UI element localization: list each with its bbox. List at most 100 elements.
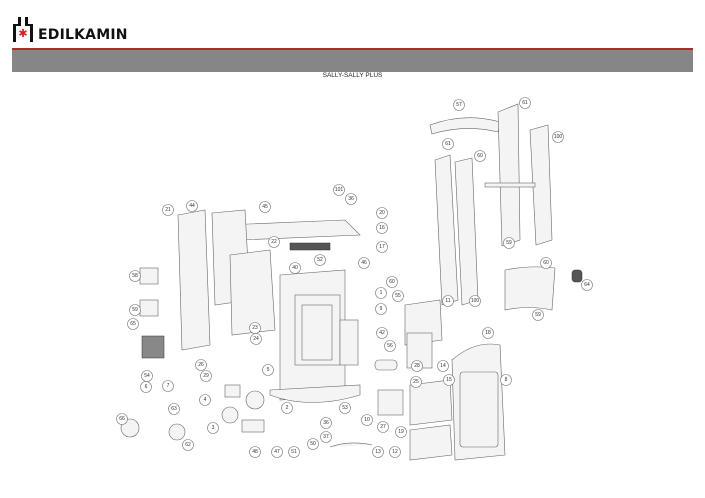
callout-circle bbox=[375, 287, 387, 299]
part-callout-24: 24 bbox=[250, 333, 262, 345]
part-callout-15: 15 bbox=[443, 374, 455, 386]
part-callout-29: 29 bbox=[200, 370, 212, 382]
part-callout-60: 60 bbox=[540, 257, 552, 269]
part-callout-23: 23 bbox=[249, 322, 261, 334]
part-callout-25: 25 bbox=[410, 376, 422, 388]
part-callout-60: 60 bbox=[386, 276, 398, 288]
callout-label: 15 bbox=[446, 377, 452, 383]
callout-label: 63 bbox=[171, 406, 177, 412]
callout-label: 44 bbox=[189, 203, 195, 209]
callout-label: 61 bbox=[522, 100, 528, 106]
callout-label: 4 bbox=[204, 397, 207, 403]
callout-circle bbox=[281, 402, 293, 414]
callout-circle bbox=[358, 257, 370, 269]
callout-label: 27 bbox=[380, 424, 386, 430]
part-callout-55: 55 bbox=[392, 290, 404, 302]
part-callout-42: 42 bbox=[376, 327, 388, 339]
callout-label: 42 bbox=[379, 330, 385, 336]
callout-circle bbox=[250, 333, 262, 345]
callout-label: 54 bbox=[144, 373, 150, 379]
callout-label: 19 bbox=[398, 429, 404, 435]
part-callout-6: 6 bbox=[140, 381, 152, 393]
callout-label: 21 bbox=[165, 207, 171, 213]
svg-text:✱: ✱ bbox=[18, 27, 27, 40]
callout-circle bbox=[314, 254, 326, 266]
callout-label: 13 bbox=[375, 449, 381, 455]
part-callout-57: 57 bbox=[453, 99, 465, 111]
callout-circle bbox=[395, 426, 407, 438]
part-callout-100: 100 bbox=[552, 131, 564, 143]
callout-circle bbox=[127, 318, 139, 330]
callout-label: 59 bbox=[535, 312, 541, 318]
callout-circle bbox=[532, 309, 544, 321]
part-callout-36: 36 bbox=[345, 193, 357, 205]
callout-label: 56 bbox=[387, 343, 393, 349]
part-callout-10: 10 bbox=[361, 414, 373, 426]
callout-label: 59 bbox=[506, 240, 512, 246]
part-callout-1: 1 bbox=[375, 287, 387, 299]
callout-circle bbox=[345, 193, 357, 205]
part-callout-45: 45 bbox=[259, 201, 271, 213]
callout-label: 11 bbox=[445, 298, 450, 304]
callout-circle bbox=[129, 270, 141, 282]
callout-label: 61 bbox=[445, 141, 451, 147]
callout-label: 26 bbox=[198, 362, 204, 368]
callout-label: 20 bbox=[379, 210, 385, 216]
callout-label: 25 bbox=[413, 379, 419, 385]
callout-label: 6 bbox=[145, 384, 148, 390]
part-callout-3: 3 bbox=[207, 422, 219, 434]
callout-circle bbox=[249, 446, 261, 458]
callout-circle bbox=[200, 370, 212, 382]
part-callout-46: 46 bbox=[358, 257, 370, 269]
callout-label: 100 bbox=[554, 134, 563, 140]
callout-label: 47 bbox=[274, 449, 280, 455]
part-callout-13: 13 bbox=[372, 446, 384, 458]
callout-circle bbox=[182, 439, 194, 451]
part-callout-37: 37 bbox=[320, 431, 332, 443]
part-callout-51: 51 bbox=[288, 446, 300, 458]
callout-circle bbox=[581, 279, 593, 291]
part-callout-61: 61 bbox=[519, 97, 531, 109]
callout-label: 57 bbox=[456, 102, 462, 108]
callout-label: 100 bbox=[471, 298, 480, 304]
callout-circle bbox=[320, 417, 332, 429]
callout-label: 8 bbox=[505, 377, 508, 383]
callout-label: 28 bbox=[414, 363, 420, 369]
callout-circle bbox=[259, 201, 271, 213]
callout-label: 36 bbox=[323, 420, 329, 426]
part-callout-66: 66 bbox=[116, 413, 128, 425]
callout-circle bbox=[443, 374, 455, 386]
callout-label: 1 bbox=[380, 290, 383, 296]
part-callout-61: 61 bbox=[442, 138, 454, 150]
callout-circle bbox=[376, 222, 388, 234]
part-callout-60: 60 bbox=[474, 150, 486, 162]
callout-label: 60 bbox=[389, 279, 395, 285]
part-callout-44: 44 bbox=[186, 200, 198, 212]
callout-circle bbox=[339, 402, 351, 414]
part-callout-56: 56 bbox=[384, 340, 396, 352]
callout-circle bbox=[268, 236, 280, 248]
callout-label: 60 bbox=[543, 260, 549, 266]
callout-label: 16 bbox=[379, 225, 385, 231]
callout-circle bbox=[271, 446, 283, 458]
callout-label: 23 bbox=[252, 325, 258, 331]
callout-circle bbox=[129, 304, 141, 316]
part-callout-8: 8 bbox=[500, 374, 512, 386]
callout-circle bbox=[162, 204, 174, 216]
callout-circle bbox=[442, 138, 454, 150]
part-callout-48: 48 bbox=[249, 446, 261, 458]
callout-label: 55 bbox=[395, 293, 401, 299]
callout-circle bbox=[503, 237, 515, 249]
callout-circle bbox=[552, 131, 564, 143]
callout-circle bbox=[377, 421, 389, 433]
callout-label: 101 bbox=[335, 187, 344, 193]
callout-circle bbox=[375, 303, 387, 315]
part-callout-65: 65 bbox=[127, 318, 139, 330]
callout-circle bbox=[442, 295, 454, 307]
brand-name: EDILKAMIN bbox=[38, 27, 128, 43]
part-callout-58: 58 bbox=[129, 270, 141, 282]
part-callout-2: 2 bbox=[281, 402, 293, 414]
callout-circle bbox=[288, 446, 300, 458]
part-callout-64: 64 bbox=[581, 279, 593, 291]
part-callout-16: 16 bbox=[376, 222, 388, 234]
